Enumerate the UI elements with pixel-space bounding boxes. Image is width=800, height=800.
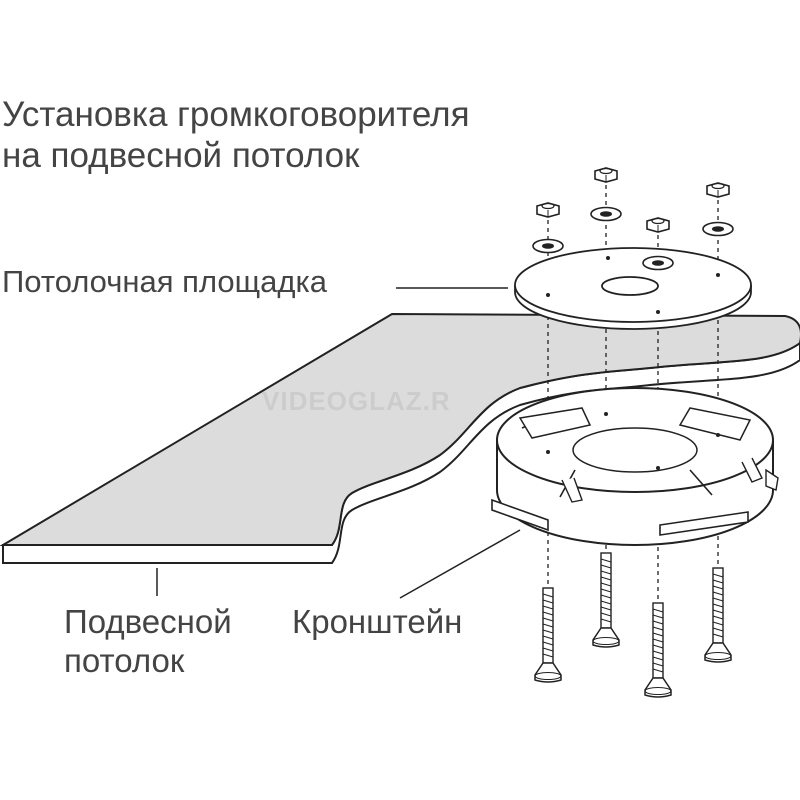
- screw-icon: [592, 552, 620, 648]
- washer-icon: [590, 206, 622, 222]
- ceiling-plate: [514, 247, 752, 330]
- nut-icon: [594, 167, 618, 183]
- nut-icon: [706, 182, 730, 198]
- label-suspended-ceiling-line1: Подвесной: [64, 603, 232, 640]
- leader-lines: [156, 287, 521, 599]
- screw-icon: [704, 567, 732, 663]
- nut-icon: [536, 202, 560, 218]
- washer-icon: [532, 238, 564, 254]
- bracket: [491, 387, 779, 546]
- label-suspended-ceiling-line2: потолок: [64, 641, 185, 679]
- label-ceiling-plate: Потолочная площадка: [2, 264, 327, 299]
- screw-icon: [534, 587, 562, 683]
- washer-icon: [702, 221, 734, 237]
- nut-icon: [646, 217, 670, 233]
- watermark: VIDEOGLAZ.R: [262, 386, 451, 416]
- label-bracket: Кронштейн: [292, 603, 463, 640]
- leader-bracket: [399, 529, 521, 599]
- screw-icon: [644, 602, 672, 698]
- title-line-2: на подвесной потолок: [2, 136, 360, 176]
- washer-icon: [642, 255, 674, 271]
- label-suspended-ceiling: Подвесной потолок: [64, 603, 232, 681]
- title-line-1: Установка громкоговорителя: [2, 95, 470, 134]
- diagram-title: Установка громкоговорителя на подвесной …: [2, 94, 470, 177]
